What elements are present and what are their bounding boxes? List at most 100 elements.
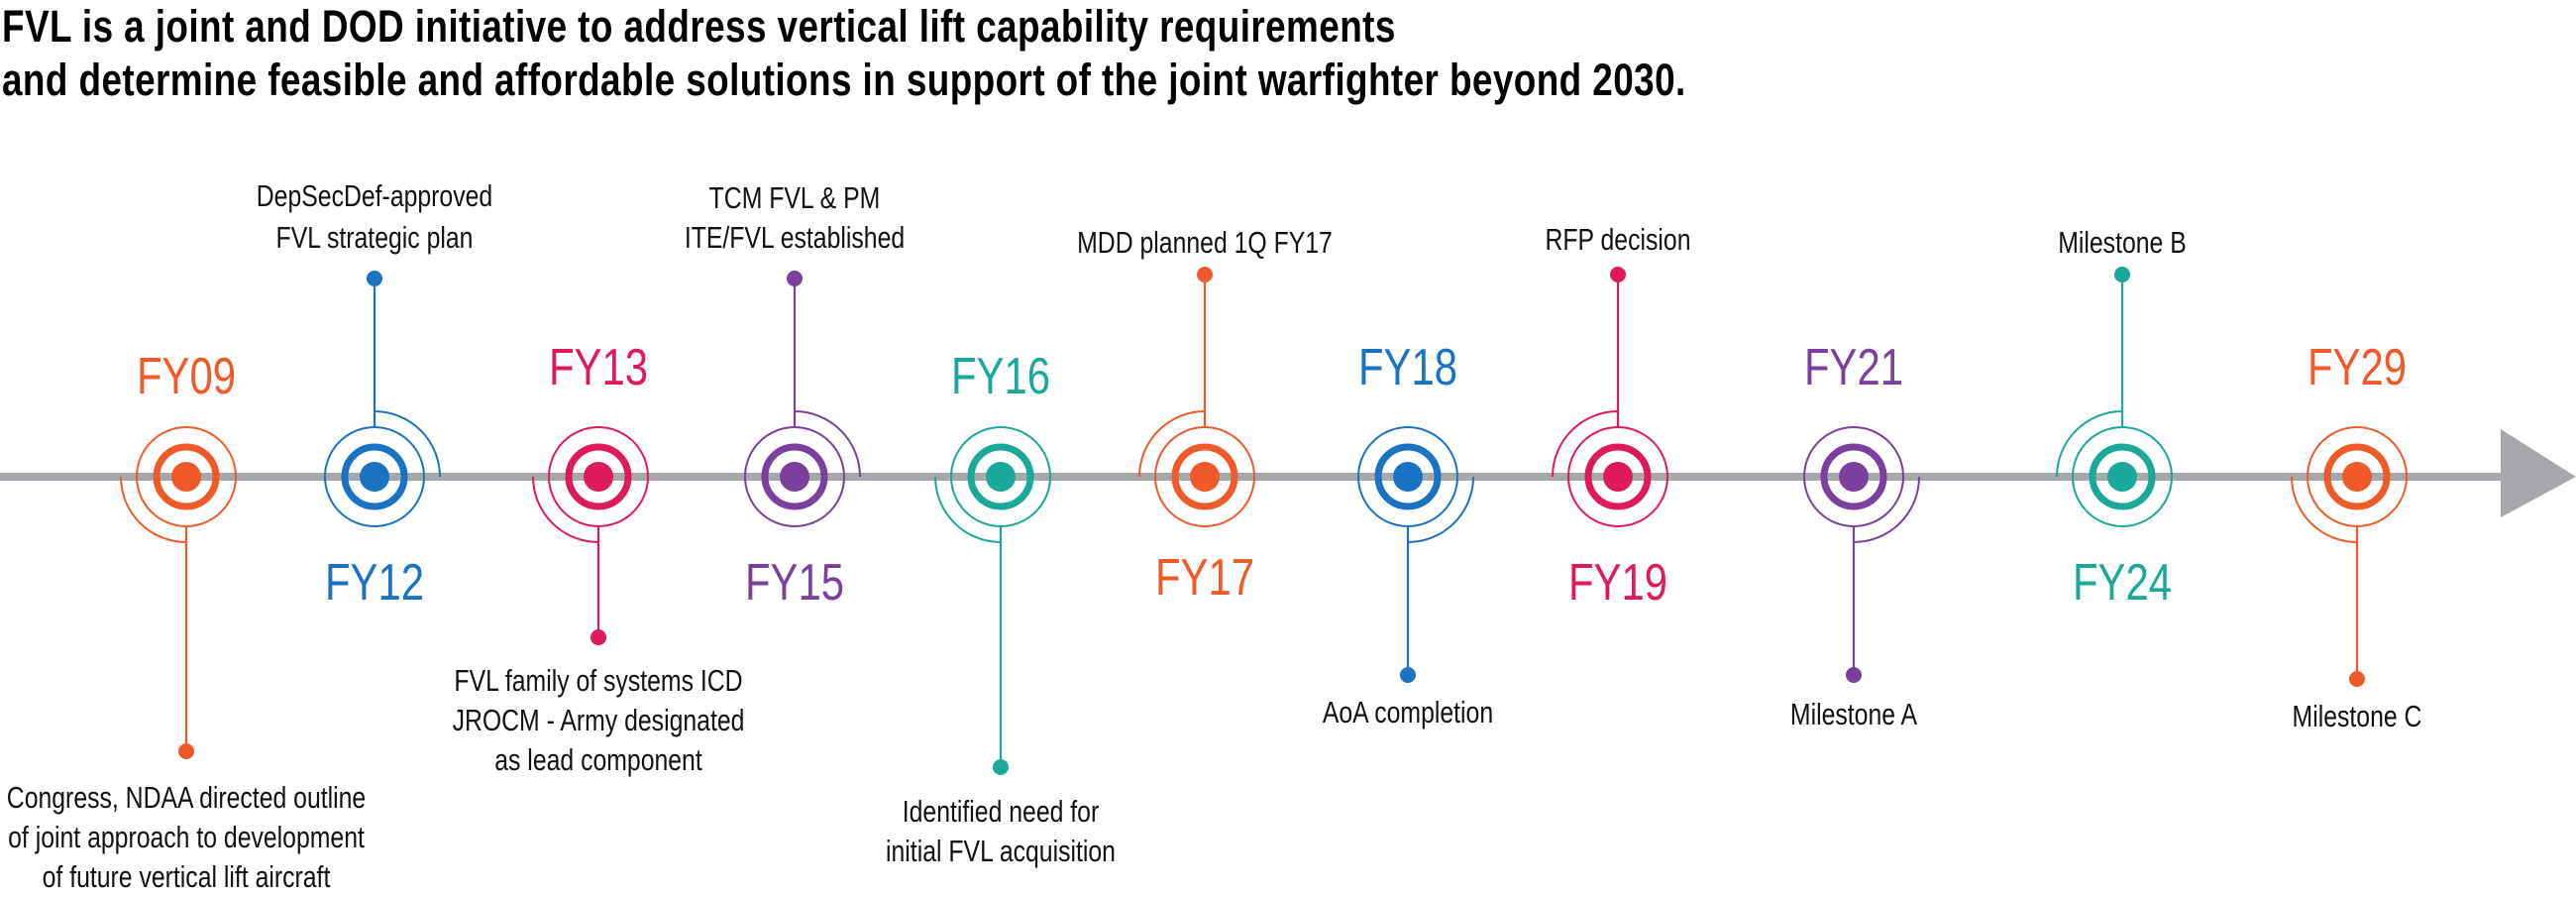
node-inner-ring xyxy=(341,443,408,510)
event-caption-line: JROCM - Army designated xyxy=(453,703,745,736)
event-caption-line: ITE/FVL established xyxy=(685,220,905,254)
stem-end-dot-icon xyxy=(787,271,803,286)
node-center-dot-icon[interactable] xyxy=(1603,462,1633,492)
event-caption-line: Milestone B xyxy=(2058,225,2187,259)
node-center-dot-icon[interactable] xyxy=(171,462,201,492)
node-outer-ring xyxy=(324,426,425,527)
node-inner-ring xyxy=(1820,443,1887,510)
event-caption-line: of joint approach to development xyxy=(8,820,365,853)
node-center-dot-icon[interactable] xyxy=(1190,462,1220,492)
node-arc xyxy=(120,476,187,543)
timeline-event-fy17: FY17 MDD planned 1Q FY17 xyxy=(1077,225,1333,607)
stem-end-dot-icon xyxy=(2114,267,2130,282)
event-caption-line: FVL family of systems ICD xyxy=(454,663,742,697)
node-outer-ring xyxy=(744,426,845,527)
title-line-2: and determine feasible and affordable so… xyxy=(2,55,1686,105)
node-inner-ring xyxy=(2323,443,2391,510)
event-caption-line: TCM FVL & PM xyxy=(709,180,881,214)
node-center-dot-icon[interactable] xyxy=(1839,462,1869,492)
node-arc xyxy=(374,410,441,478)
year-label: FY15 xyxy=(745,554,844,612)
event-caption-line: initial FVL acquisition xyxy=(886,834,1116,867)
node-arc xyxy=(2291,476,2358,543)
node-outer-ring xyxy=(1567,426,1668,527)
year-label: FY13 xyxy=(549,339,648,396)
year-label: FY21 xyxy=(1804,339,1903,396)
event-caption-line: FVL strategic plan xyxy=(276,220,474,254)
node-outer-ring xyxy=(1357,426,1458,527)
event-caption-line: of future vertical lift aircraft xyxy=(43,859,331,893)
node-center-dot-icon[interactable] xyxy=(780,462,809,492)
node-inner-ring xyxy=(967,443,1034,510)
node-inner-ring xyxy=(153,443,220,510)
node-outer-ring xyxy=(548,426,649,527)
year-label: FY09 xyxy=(137,348,236,405)
event-caption-line: AoA completion xyxy=(1323,695,1493,729)
stem-end-dot-icon xyxy=(367,271,382,286)
stem-end-dot-icon xyxy=(1610,267,1626,282)
node-outer-ring xyxy=(2072,426,2173,527)
event-caption-line: Milestone C xyxy=(2293,699,2422,732)
node-outer-ring xyxy=(1803,426,1904,527)
node-arc xyxy=(532,476,599,543)
page-title: FVL is a joint and DOD initiative to add… xyxy=(2,0,1686,107)
event-caption-line: Milestone A xyxy=(1790,697,1917,730)
node-center-dot-icon[interactable] xyxy=(1393,462,1423,492)
stem-end-dot-icon xyxy=(590,629,606,645)
node-inner-ring xyxy=(2089,443,2156,510)
node-arc xyxy=(934,476,1002,543)
node-arc xyxy=(794,410,861,478)
timeline-arrowhead-icon xyxy=(2501,429,2576,517)
event-caption-line: MDD planned 1Q FY17 xyxy=(1077,225,1333,259)
stem-end-dot-icon xyxy=(178,743,194,759)
node-outer-ring xyxy=(136,426,237,527)
node-outer-ring xyxy=(950,426,1051,527)
event-caption-line: RFP decision xyxy=(1546,222,1691,256)
stem-end-dot-icon xyxy=(1846,667,1862,683)
node-arc xyxy=(1552,410,1619,478)
event-caption-line: Congress, NDAA directed outline xyxy=(7,780,366,814)
year-label: FY16 xyxy=(951,348,1050,405)
node-center-dot-icon[interactable] xyxy=(584,462,613,492)
event-caption-line: Identified need for xyxy=(903,794,1099,828)
stem-end-dot-icon xyxy=(993,759,1009,775)
node-inner-ring xyxy=(761,443,828,510)
node-center-dot-icon[interactable] xyxy=(2107,462,2137,492)
node-center-dot-icon[interactable] xyxy=(986,462,1016,492)
node-arc xyxy=(1407,476,1474,543)
node-inner-ring xyxy=(1584,443,1652,510)
year-label: FY29 xyxy=(2308,339,2407,396)
node-outer-ring xyxy=(1154,426,1255,527)
stem-end-dot-icon xyxy=(1197,267,1213,282)
node-arc xyxy=(1853,476,1920,543)
year-label: FY19 xyxy=(1568,554,1667,612)
year-label: FY12 xyxy=(325,554,424,612)
node-arc xyxy=(1138,410,1206,478)
node-inner-ring xyxy=(1171,443,1238,510)
node-inner-ring xyxy=(565,443,632,510)
year-label: FY24 xyxy=(2073,554,2172,612)
timeline-event-fy24: FY24 Milestone B xyxy=(2056,225,2187,612)
timeline-event-fy15: FY15 TCM FVL & PM ITE/FVL established xyxy=(685,180,905,612)
year-label: FY18 xyxy=(1358,339,1457,396)
node-center-dot-icon[interactable] xyxy=(2342,462,2372,492)
year-label: FY17 xyxy=(1155,549,1254,607)
event-caption-line: DepSecDef-approved xyxy=(257,178,492,212)
node-inner-ring xyxy=(1374,443,1442,510)
node-arc xyxy=(2056,410,2123,478)
event-caption-line: as lead component xyxy=(494,742,702,776)
node-outer-ring xyxy=(2307,426,2408,527)
stem-end-dot-icon xyxy=(2349,671,2365,687)
stem-end-dot-icon xyxy=(1400,667,1416,683)
node-center-dot-icon[interactable] xyxy=(360,462,389,492)
title-line-1: FVL is a joint and DOD initiative to add… xyxy=(2,1,1396,52)
